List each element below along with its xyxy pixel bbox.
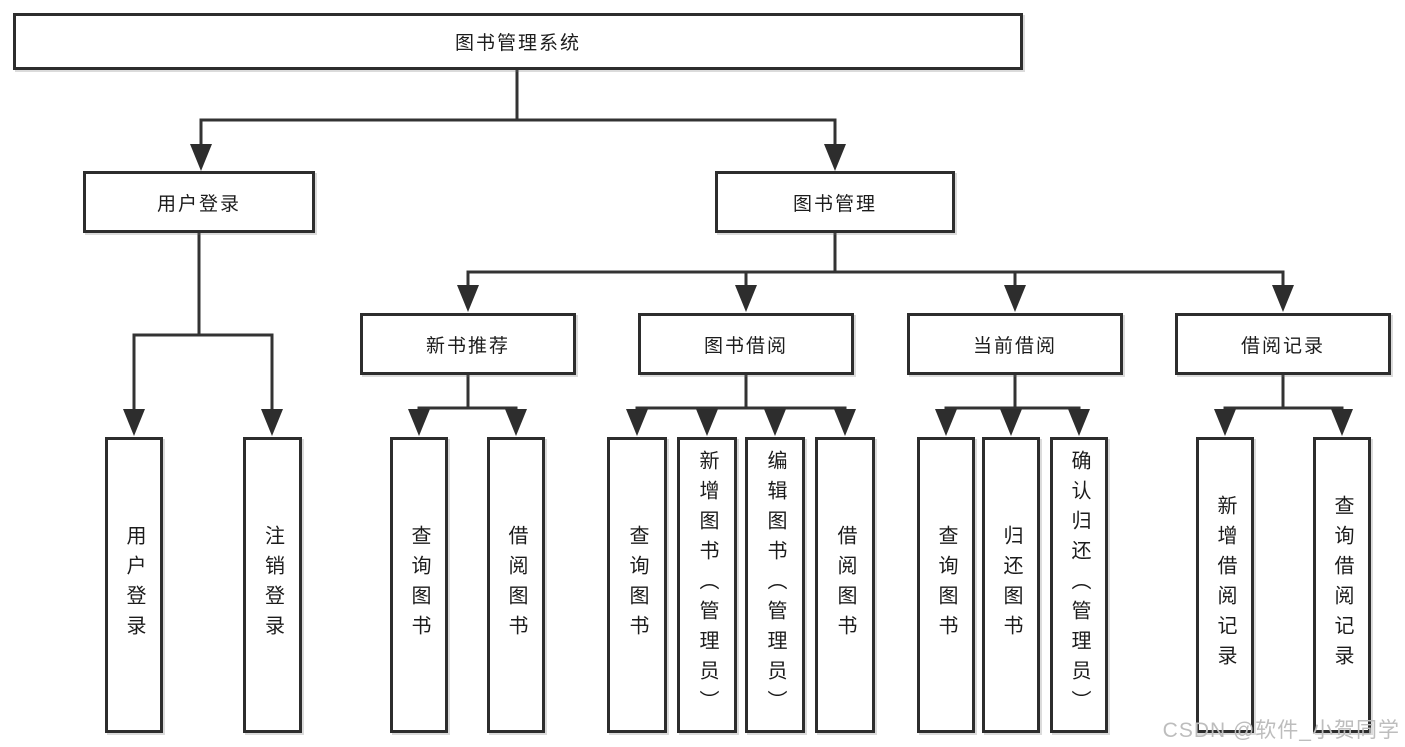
node-recommend-borrow-books: 借阅图书 (487, 437, 545, 733)
arrowhead-icon (190, 144, 212, 171)
arrowhead-icon (824, 144, 846, 171)
node-book-management: 图书管理 (715, 171, 955, 233)
arrowhead-icon (123, 409, 145, 436)
node-book-borrowing: 图书借阅 (638, 313, 854, 375)
arrowheads (123, 144, 1353, 436)
node-user-login-action: 用户登录 (105, 437, 163, 733)
node-current-borrowing: 当前借阅 (907, 313, 1123, 375)
node-borrowing-edit-books-admin: 编辑图书（管理员） (745, 437, 805, 733)
node-borrowing-add-books-admin: 新增图书（管理员） (677, 437, 737, 733)
arrowhead-icon (1272, 285, 1294, 312)
node-recommend-query-books: 查询图书 (390, 437, 448, 733)
arrowhead-icon (735, 285, 757, 312)
arrowhead-icon (626, 409, 648, 436)
arrowhead-icon (1068, 409, 1090, 436)
node-user-login: 用户登录 (83, 171, 315, 233)
arrowhead-icon (1214, 409, 1236, 436)
node-records-add-record: 新增借阅记录 (1196, 437, 1254, 733)
node-current-confirm-return-admin: 确认归还（管理员） (1050, 437, 1108, 733)
arrowhead-icon (935, 409, 957, 436)
node-logout-action: 注销登录 (243, 437, 302, 733)
node-new-book-recommendation: 新书推荐 (360, 313, 576, 375)
node-library-system: 图书管理系统 (13, 13, 1023, 70)
arrowhead-icon (834, 409, 856, 436)
arrowhead-icon (261, 409, 283, 436)
node-borrowing-records: 借阅记录 (1175, 313, 1391, 375)
arrowhead-icon (1000, 409, 1022, 436)
arrowhead-icon (457, 285, 479, 312)
arrowhead-icon (1004, 285, 1026, 312)
arrowhead-icon (764, 409, 786, 436)
node-borrowing-query-books: 查询图书 (607, 437, 667, 733)
arrowhead-icon (1331, 409, 1353, 436)
arrowhead-icon (408, 409, 430, 436)
arrowhead-icon (505, 409, 527, 436)
node-current-return-books: 归还图书 (982, 437, 1040, 733)
node-borrowing-borrow-books: 借阅图书 (815, 437, 875, 733)
arrowhead-icon (696, 409, 718, 436)
node-records-query-record: 查询借阅记录 (1313, 437, 1371, 733)
node-current-query-books: 查询图书 (917, 437, 975, 733)
watermark: CSDN @软件_小贺同学 (1162, 719, 1400, 742)
